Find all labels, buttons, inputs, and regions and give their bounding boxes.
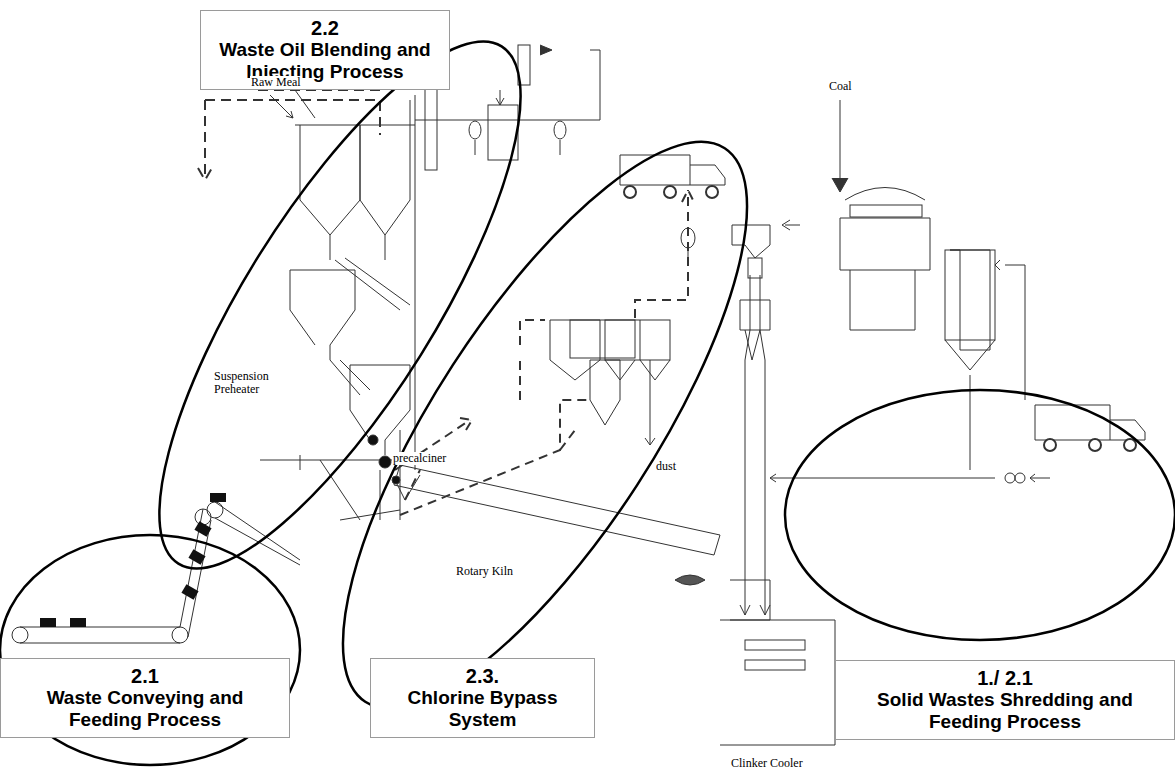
process-label-box: 2.2Waste Oil Blending and Injecting Proc…: [200, 10, 450, 90]
section-number: 2.3.: [379, 665, 586, 687]
part-label: dust: [655, 460, 677, 473]
process-label-box: 1./ 2.1Solid Wastes Shredding and Feedin…: [835, 660, 1175, 740]
process-label-box: 2.3.Chlorine Bypass System: [370, 658, 595, 738]
section-number: 1./ 2.1: [844, 667, 1166, 689]
part-label: Clinker Cooler: [730, 757, 804, 770]
part-label: Coal: [828, 80, 853, 93]
stack: [415, 45, 600, 470]
section-title: Chlorine Bypass System: [379, 687, 586, 731]
section-number: 2.2: [209, 17, 441, 39]
section-title: Waste Conveying and Feeding Process: [9, 687, 281, 731]
part-label: Suspension Preheater: [213, 370, 283, 396]
section-title: Solid Wastes Shredding and Feeding Proce…: [844, 689, 1166, 733]
process-label-box: 2.1Waste Conveying and Feeding Process: [0, 658, 290, 738]
coal-mill: [732, 100, 1025, 400]
oil-line: [198, 90, 380, 180]
truck: [620, 155, 725, 198]
part-label: Raw Meal: [250, 76, 302, 89]
rotary-kiln: [340, 465, 720, 555]
leader-line: [270, 95, 293, 118]
section-number: 2.1: [9, 665, 281, 687]
part-label: Rotary Kiln: [455, 565, 514, 578]
part-label: precalciner: [392, 452, 447, 465]
section-title: Waste Oil Blending and Injecting Process: [209, 39, 441, 83]
bypass-system: [550, 228, 695, 445]
